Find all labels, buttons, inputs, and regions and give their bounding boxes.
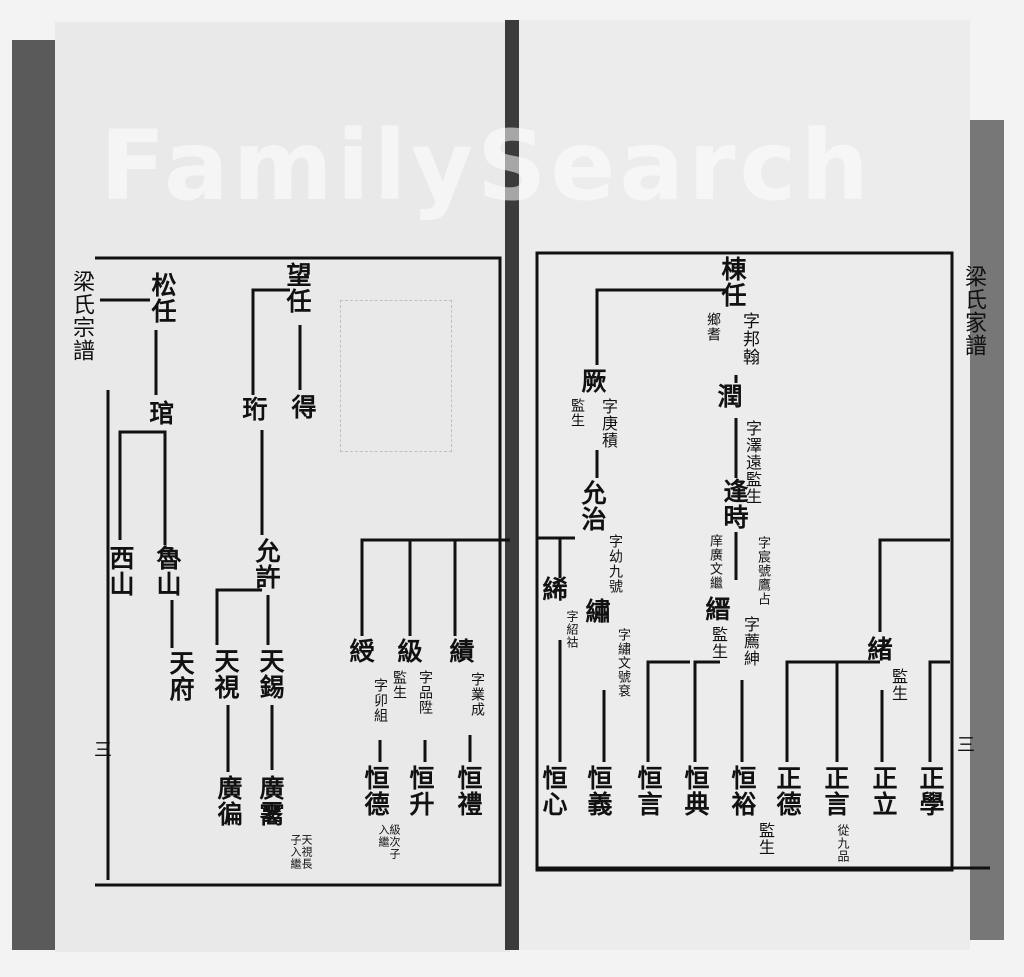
genealogy-note: 字紹祜 xyxy=(565,610,579,649)
genealogy-name: 恒心 xyxy=(539,765,568,817)
genealogy-name: 潤 xyxy=(714,383,743,409)
lineage-line xyxy=(537,288,738,580)
genealogy-note: 監生 xyxy=(709,626,728,660)
genealogy-note: 字業成 xyxy=(469,672,485,717)
page-number-left: 三 xyxy=(91,740,112,759)
genealogy-name: 縉 xyxy=(702,596,731,622)
genealogy-name: 正立 xyxy=(869,765,898,817)
genealogy-name: 綬 xyxy=(346,638,375,664)
genealogy-note: 從九品 xyxy=(836,824,850,863)
genealogy-note: 字澤遠監生 xyxy=(743,420,762,505)
genealogy-name: 天錫 xyxy=(256,648,285,700)
genealogy-name: 廣徧 xyxy=(214,775,243,827)
genealogy-note: 級次子入繼 xyxy=(377,824,401,860)
genealogy-name: 琯 xyxy=(146,400,175,426)
right-page xyxy=(515,20,970,950)
genealogy-name: 絺 xyxy=(539,576,568,602)
genealogy-name: 正學 xyxy=(916,765,945,817)
genealogy-note: 字庚積 xyxy=(599,398,618,449)
lineage-line xyxy=(360,538,510,762)
lineage-line xyxy=(100,298,174,648)
genealogy-name: 逢時 xyxy=(720,478,749,530)
book-edge-right xyxy=(968,120,1004,940)
genealogy-note: 鄉耆 xyxy=(705,312,721,342)
genealogy-name: 恒義 xyxy=(584,765,613,817)
genealogy-name: 得 xyxy=(288,394,317,420)
margin-title-left: 梁氏宗譜 xyxy=(69,270,94,362)
genealogy-note: 字邦翰 xyxy=(739,312,759,366)
faded-seal-stamp xyxy=(340,300,452,452)
left-page xyxy=(55,22,510,952)
lineage-line xyxy=(785,538,950,762)
genealogy-note: 監生 xyxy=(889,668,908,702)
lineage-line xyxy=(215,288,302,772)
genealogy-note: 天視長子入繼 xyxy=(289,834,313,870)
genealogy-name: 恒德 xyxy=(361,765,390,817)
genealogy-note: 字薦紳 xyxy=(741,616,760,667)
genealogy-name: 恒典 xyxy=(681,765,710,817)
page-number-right: 三 xyxy=(954,735,975,754)
genealogy-note: 字繡文號袞 xyxy=(615,628,630,698)
genealogy-name: 棟任 xyxy=(718,256,747,308)
genealogy-note: 字幼九號 xyxy=(607,534,623,594)
genealogy-name: 天視 xyxy=(211,648,240,700)
genealogy-name: 西山 xyxy=(106,545,135,597)
genealogy-name: 恒禮 xyxy=(454,765,483,817)
genealogy-name: 松任 xyxy=(148,272,177,324)
genealogy-note: 監生 xyxy=(569,398,585,428)
genealogy-name: 天府 xyxy=(166,650,195,702)
genealogy-name: 允許 xyxy=(252,538,281,590)
genealogy-note: 監生 xyxy=(756,822,775,856)
right-page-frame xyxy=(535,251,990,872)
genealogy-note: 監生 xyxy=(391,670,407,700)
genealogy-name: 績 xyxy=(446,638,475,664)
lineage-line xyxy=(558,640,744,762)
genealogy-name: 級 xyxy=(394,638,423,664)
genealogy-name: 正德 xyxy=(773,765,802,817)
genealogy-name: 恒裕 xyxy=(728,765,757,817)
genealogy-name: 望任 xyxy=(283,262,312,314)
genealogy-name: 恒升 xyxy=(406,765,435,817)
genealogy-name: 繡 xyxy=(582,598,611,624)
watermark: FamilySearch xyxy=(100,110,873,222)
genealogy-note: 字宸號鷹占 xyxy=(755,536,770,606)
genealogy-name: 恒言 xyxy=(634,765,663,817)
genealogy-note: 庠廣文繼 xyxy=(707,534,722,590)
genealogy-name: 正言 xyxy=(821,765,850,817)
genealogy-note: 字卯組 xyxy=(372,678,388,723)
genealogy-name: 厥 xyxy=(578,368,607,394)
genealogy-note: 字品陞 xyxy=(417,670,433,715)
genealogy-name: 廣霱 xyxy=(256,775,285,827)
genealogy-name: 珩 xyxy=(239,396,268,422)
genealogy-name: 魯山 xyxy=(153,545,182,597)
genealogy-name: 允治 xyxy=(578,480,607,532)
left-page-frame xyxy=(95,256,502,887)
book-spine xyxy=(505,20,519,950)
genealogy-name: 緒 xyxy=(864,636,893,662)
margin-title-right: 梁氏家譜 xyxy=(961,265,986,357)
